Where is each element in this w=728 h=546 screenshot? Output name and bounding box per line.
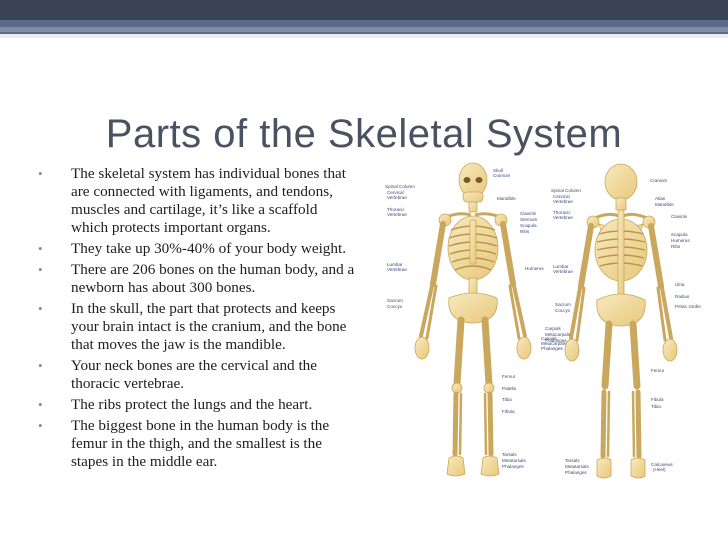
bullet-text: The skeletal system has individual bones… [71,165,347,236]
label-thoracic-vertebrae: Vertebrae [387,212,407,217]
label-carpals: Carpals [541,336,558,341]
label-back-carpals: Carpals [545,326,562,331]
bullet-item: • In the skull, the part that protects an… [38,300,356,354]
label-metatarsals: Metatarsals [502,458,526,463]
header-band-pale [0,34,728,38]
label-back-thoracic-vertebrae: Vertebrae [553,215,573,220]
skeleton-diagram: Spinal Column Cervical Vertebrae Thoraci… [365,158,711,486]
label-tibia: Tibia [502,397,512,402]
label-fibula: Fibula [502,409,515,414]
bullet-text: In the skull, the part that protects and… [71,300,347,353]
label-back-heel: (Heel) [653,467,666,472]
label-back-tarsals: Tarsals [565,458,580,463]
label-vertebrae: Vertebrae [387,195,407,200]
label-back-spinal-column: Spinal Column [551,188,581,193]
bullet-item: • There are 206 bones on the human body, … [38,261,356,297]
label-coccyx: Coccyx [387,304,403,309]
label-patella: Patella [502,386,516,391]
label-tarsals: Tarsals [502,452,517,457]
label-cervical: Cervical [387,190,404,195]
label-back-lumbar: Lumbar [553,264,569,269]
bullet-text: Your neck bones are the cervical and the… [71,357,318,392]
bullet-item: • The skeletal system has individual bone… [38,165,356,237]
label-back-humerus: Humerus [671,238,690,243]
label-back-fibula: Fibula [651,397,664,402]
bullet-dot-icon: • [38,166,43,181]
back-labels-right: Cranium Atlas Mandible Clavicle Scapula … [650,178,701,472]
label-ribs: Ribs [520,229,530,234]
label-back-phalanges: Phalanges [545,338,567,343]
header-dark-bar [0,0,728,20]
label-metacarpals: Metacarpals [541,341,567,346]
label-back-clavicle: Clavicle [671,214,688,219]
bullet-dot-icon: • [38,397,43,412]
label-back-ribs: Ribs [671,244,681,249]
bullet-list: • The skeletal system has individual bone… [38,165,356,474]
label-back-cervical: Cervical [553,194,570,199]
label-back-atlas: Atlas [655,196,666,201]
label-back-foot-phalanges: Phalanges [565,470,587,475]
skeleton-illustration: Spinal Column Cervical Vertebrae Thoraci… [385,162,701,479]
back-skeleton [564,163,678,479]
label-back-ulna: Ulna [675,282,685,287]
label-lumbar-vertebrae: Vertebrae [387,267,407,272]
bullet-item: • Your neck bones are the cervical and th… [38,357,356,393]
label-scapula: Scapula [520,223,537,228]
label-back-pelvic-girdle: Pelvic Girdle [675,304,701,309]
label-back-scapula: Scapula [671,232,688,237]
bullet-text: They take up 30%-40% of your body weight… [71,240,346,257]
bullet-text: The ribs protect the lungs and the heart… [71,396,313,413]
label-sternum: Sternum [520,217,538,222]
label-femur: Femur [502,374,516,379]
label-thoracic: Thoracic [387,207,405,212]
bullet-dot-icon: • [38,301,43,316]
label-foot-phalanges: Phalanges [502,464,524,469]
front-labels-right: Skull Cranium Mandible Clavicle Sternum … [493,168,567,469]
label-back-tibia: Tibia [651,404,661,409]
label-back-lumbar-vertebrae: Vertebrae [553,269,573,274]
label-lumbar: Lumbar [387,262,403,267]
label-clavicle: Clavicle [520,211,537,216]
label-back-metacarpals: Metacarpals [545,332,571,337]
label-sacrum: Sacrum [387,298,403,303]
label-phalanges: Phalanges [541,346,563,351]
front-skeleton [414,162,532,477]
header-band-light [0,27,728,32]
label-back-coccyx: Coccyx [555,308,571,313]
label-spinal-column: Spinal Column [385,184,415,189]
slide-title: Parts of the Skeletal System [105,112,623,156]
label-back-cranium: Cranium [650,178,668,183]
label-mandible: Mandible [497,196,516,201]
back-labels-left: Spinal Column Cervical Vertebrae Thoraci… [545,188,589,475]
label-skull: Skull [493,168,503,173]
bullet-item: • They take up 30%-40% of your body weigh… [38,240,356,258]
label-back-femur: Femur [651,368,665,373]
label-back-radius: Radius [675,294,690,299]
front-labels-left: Spinal Column Cervical Vertebrae Thoraci… [385,184,415,309]
label-cranium: Cranium [493,173,511,178]
bullet-text: There are 206 bones on the human body, a… [71,261,355,296]
bullet-dot-icon: • [38,358,43,373]
bullet-item: • The biggest bone in the human body is t… [38,417,356,471]
label-back-metatarsals: Metatarsals [565,464,589,469]
bullet-dot-icon: • [38,241,43,256]
label-humerus: Humerus [525,266,544,271]
bullet-item: • The ribs protect the lungs and the hear… [38,396,356,414]
label-back-mandible: Mandible [655,202,674,207]
label-back-sacrum: Sacrum [555,302,571,307]
label-back-vertebrae: Vertebrae [553,199,573,204]
label-back-thoracic: Thoracic [553,210,571,215]
bullet-text: The biggest bone in the human body is th… [71,417,330,470]
bullet-dot-icon: • [38,262,43,277]
label-back-calcaneus: Calcaneus [651,462,673,467]
bullet-dot-icon: • [38,418,43,433]
